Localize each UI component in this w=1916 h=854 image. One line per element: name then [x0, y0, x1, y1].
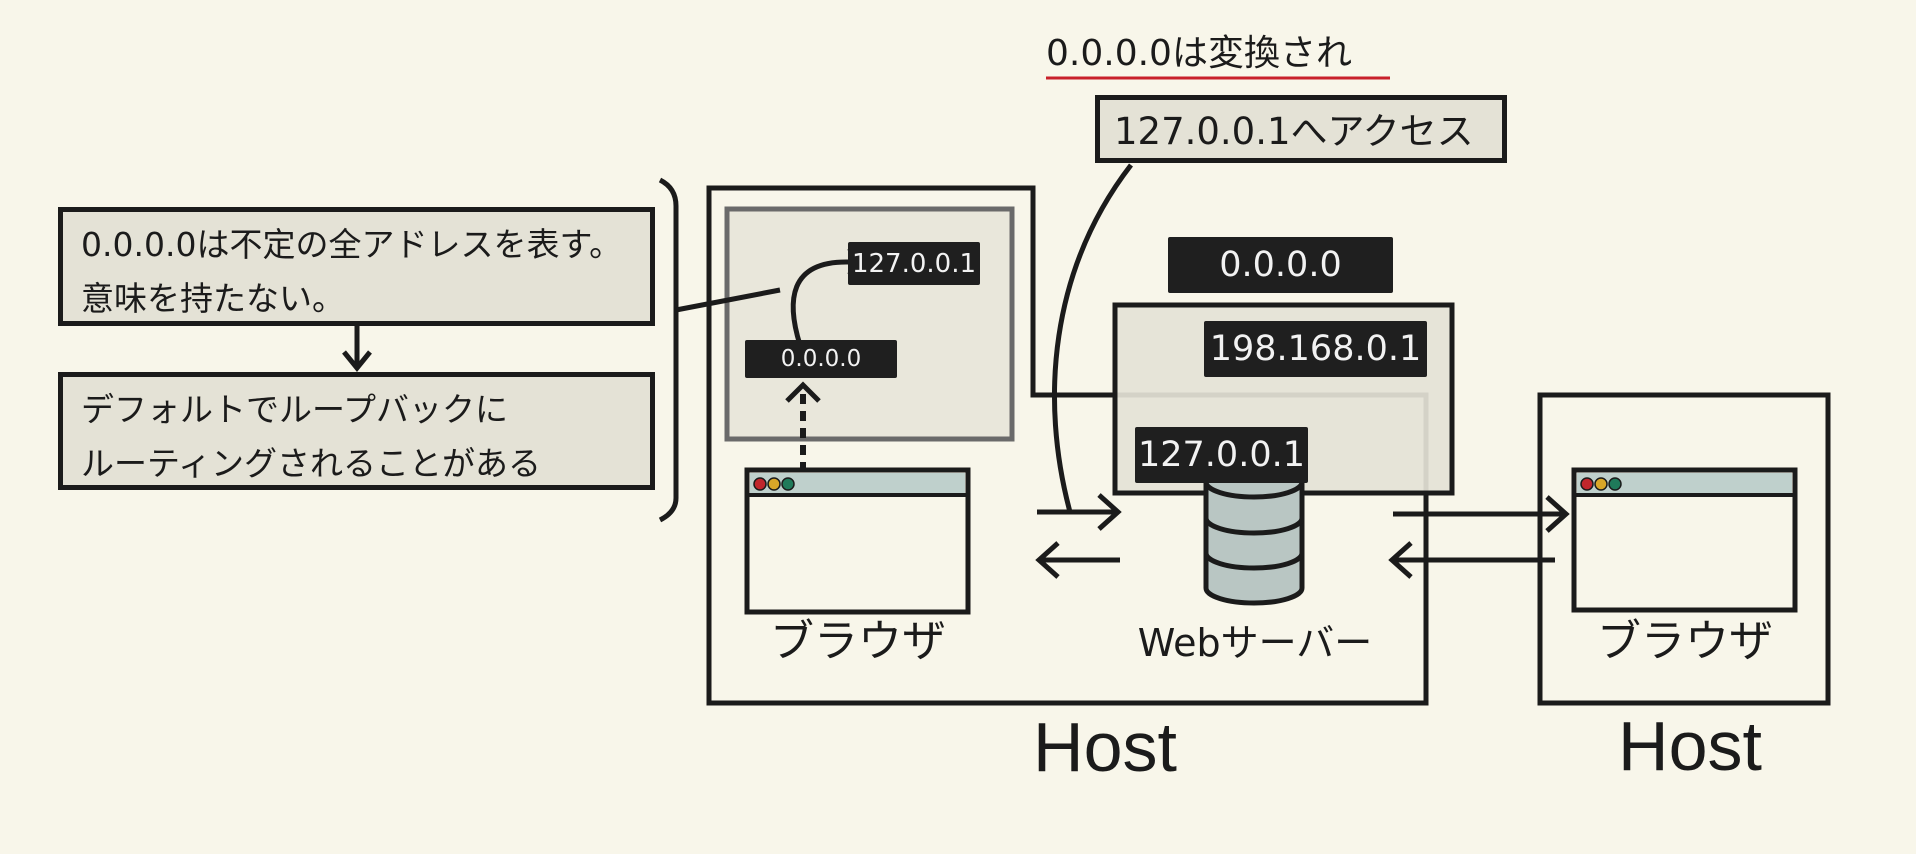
server-lan-address: 198.168.0.1 — [1204, 321, 1427, 377]
definition-line2: 意味を持たない。 — [81, 279, 345, 318]
definition-line1: 0.0.0.0は不定の全アドレスを表す。 — [81, 225, 623, 264]
remote-host-label: Host — [1618, 707, 1762, 785]
resolve-arrow-icon — [790, 259, 860, 346]
dashed-arrowhead — [785, 381, 821, 403]
remote-host-frame — [1537, 392, 1831, 706]
definition-note: 0.0.0.0は不定の全アドレスを表す。 意味を持たない。 — [58, 207, 655, 326]
local-host-label: Host — [1033, 708, 1177, 786]
bracket-icon — [658, 177, 679, 523]
loopback-line2: ルーティングされることがある — [81, 444, 542, 483]
loopback-line1: デフォルトでループバックに — [81, 390, 509, 429]
browser-window-icon — [744, 467, 971, 615]
browser-window-icon — [1571, 467, 1798, 613]
server-loopback-address: 127.0.0.1 — [1135, 427, 1308, 483]
arrow-to-server-head — [1097, 493, 1122, 531]
database-icon — [1203, 464, 1305, 606]
note-arrow-icon — [342, 350, 372, 372]
inner-any-label: 0.0.0.0 — [745, 340, 897, 378]
arrow-to-remote-head — [1545, 495, 1570, 533]
remote-browser-label: ブラウザ — [1597, 616, 1773, 667]
bracket-connector — [675, 287, 781, 313]
local-browser-label: ブラウザ — [770, 616, 946, 667]
top-note-line1: 0.0.0.0は変換され — [1046, 33, 1352, 74]
webserver-label: Webサーバー — [1137, 621, 1373, 665]
loopback-note: デフォルトでループバックに ルーティングされることがある — [58, 372, 655, 490]
access-curve — [1052, 163, 1133, 513]
top-note-box: 127.0.0.1へアクセス — [1095, 95, 1507, 163]
server-any-address: 0.0.0.0 — [1168, 237, 1393, 293]
top-note-line2: 127.0.0.1へアクセス — [1114, 110, 1474, 153]
arrow-from-server-head — [1035, 541, 1060, 579]
inner-loopback-label: 127.0.0.1 — [848, 242, 980, 285]
arrow-from-remote-head — [1388, 541, 1413, 579]
